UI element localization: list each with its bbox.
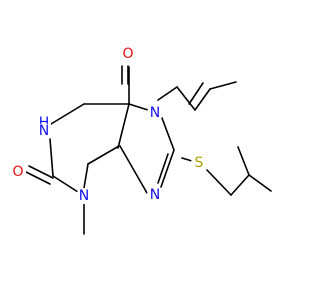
svg-text:O: O: [122, 46, 133, 62]
bond-c8-n9-double: [157, 153, 169, 184]
bond-n9-c4: [119, 145, 148, 194]
bond-layer: [25, 65, 272, 235]
svg-text:N: N: [79, 188, 89, 204]
atom-nitrogen-9: N: [147, 187, 163, 203]
bond-ch2-ch: [176, 86, 196, 111]
bond-n7-c8: [161, 117, 175, 151]
bond-s-ch2: [206, 169, 232, 196]
svg-text:O: O: [12, 164, 23, 180]
bond-c2-n1: [49, 138, 54, 177]
bond-c8-s: [181, 157, 193, 162]
atom-nitrogen-1-nh: H N: [36, 115, 52, 139]
bond-n1-c6: [50, 103, 85, 125]
svg-text:N: N: [150, 187, 160, 203]
atom-nitrogen-7: N: [147, 105, 163, 121]
bond-c8-n9: [160, 149, 175, 188]
atom-label-layer: O O N H N N N: [10, 46, 207, 204]
bond-n7-ch2: [157, 86, 178, 101]
atom-oxygen-top: O: [120, 46, 136, 62]
bond-c2-o-a: [28, 165, 54, 179]
atom-nitrogen-3: N: [76, 188, 92, 204]
bond-ch-ch3-a: [248, 174, 272, 192]
bond-n3-c2: [52, 175, 79, 193]
bond-ch-ch3: [209, 81, 237, 90]
bond-c4a-n3: [83, 163, 89, 189]
bond-c5-n7: [128, 103, 149, 111]
bond-ch-ch3-b: [237, 146, 250, 176]
bond-c2-o-b: [25, 171, 51, 185]
bond-c5-c4: [117, 103, 130, 149]
svg-text:N: N: [39, 123, 49, 139]
bond-ch-ch-double-inner: [188, 82, 204, 105]
bond-ch-ch-double: [194, 88, 211, 111]
molecule-structure: O O N H N N N: [10, 46, 272, 235]
svg-text:S: S: [195, 155, 204, 171]
atom-oxygen-left: O: [10, 164, 26, 180]
atom-sulfur: S: [191, 155, 207, 171]
bond-c4-c4a: [87, 145, 120, 165]
svg-text:N: N: [150, 105, 160, 121]
bond-ch2-ch: [230, 174, 250, 196]
